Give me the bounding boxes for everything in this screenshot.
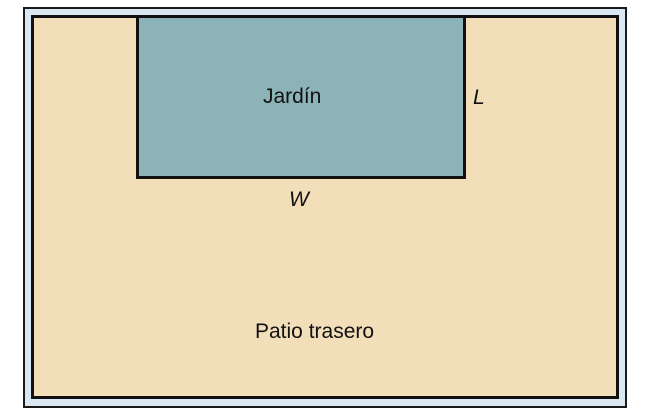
length-label: L: [473, 86, 485, 109]
width-label: W: [289, 188, 309, 211]
garden-label: Jardín: [263, 85, 322, 108]
garden-region: [136, 15, 466, 179]
backyard-label: Patio trasero: [255, 320, 375, 343]
